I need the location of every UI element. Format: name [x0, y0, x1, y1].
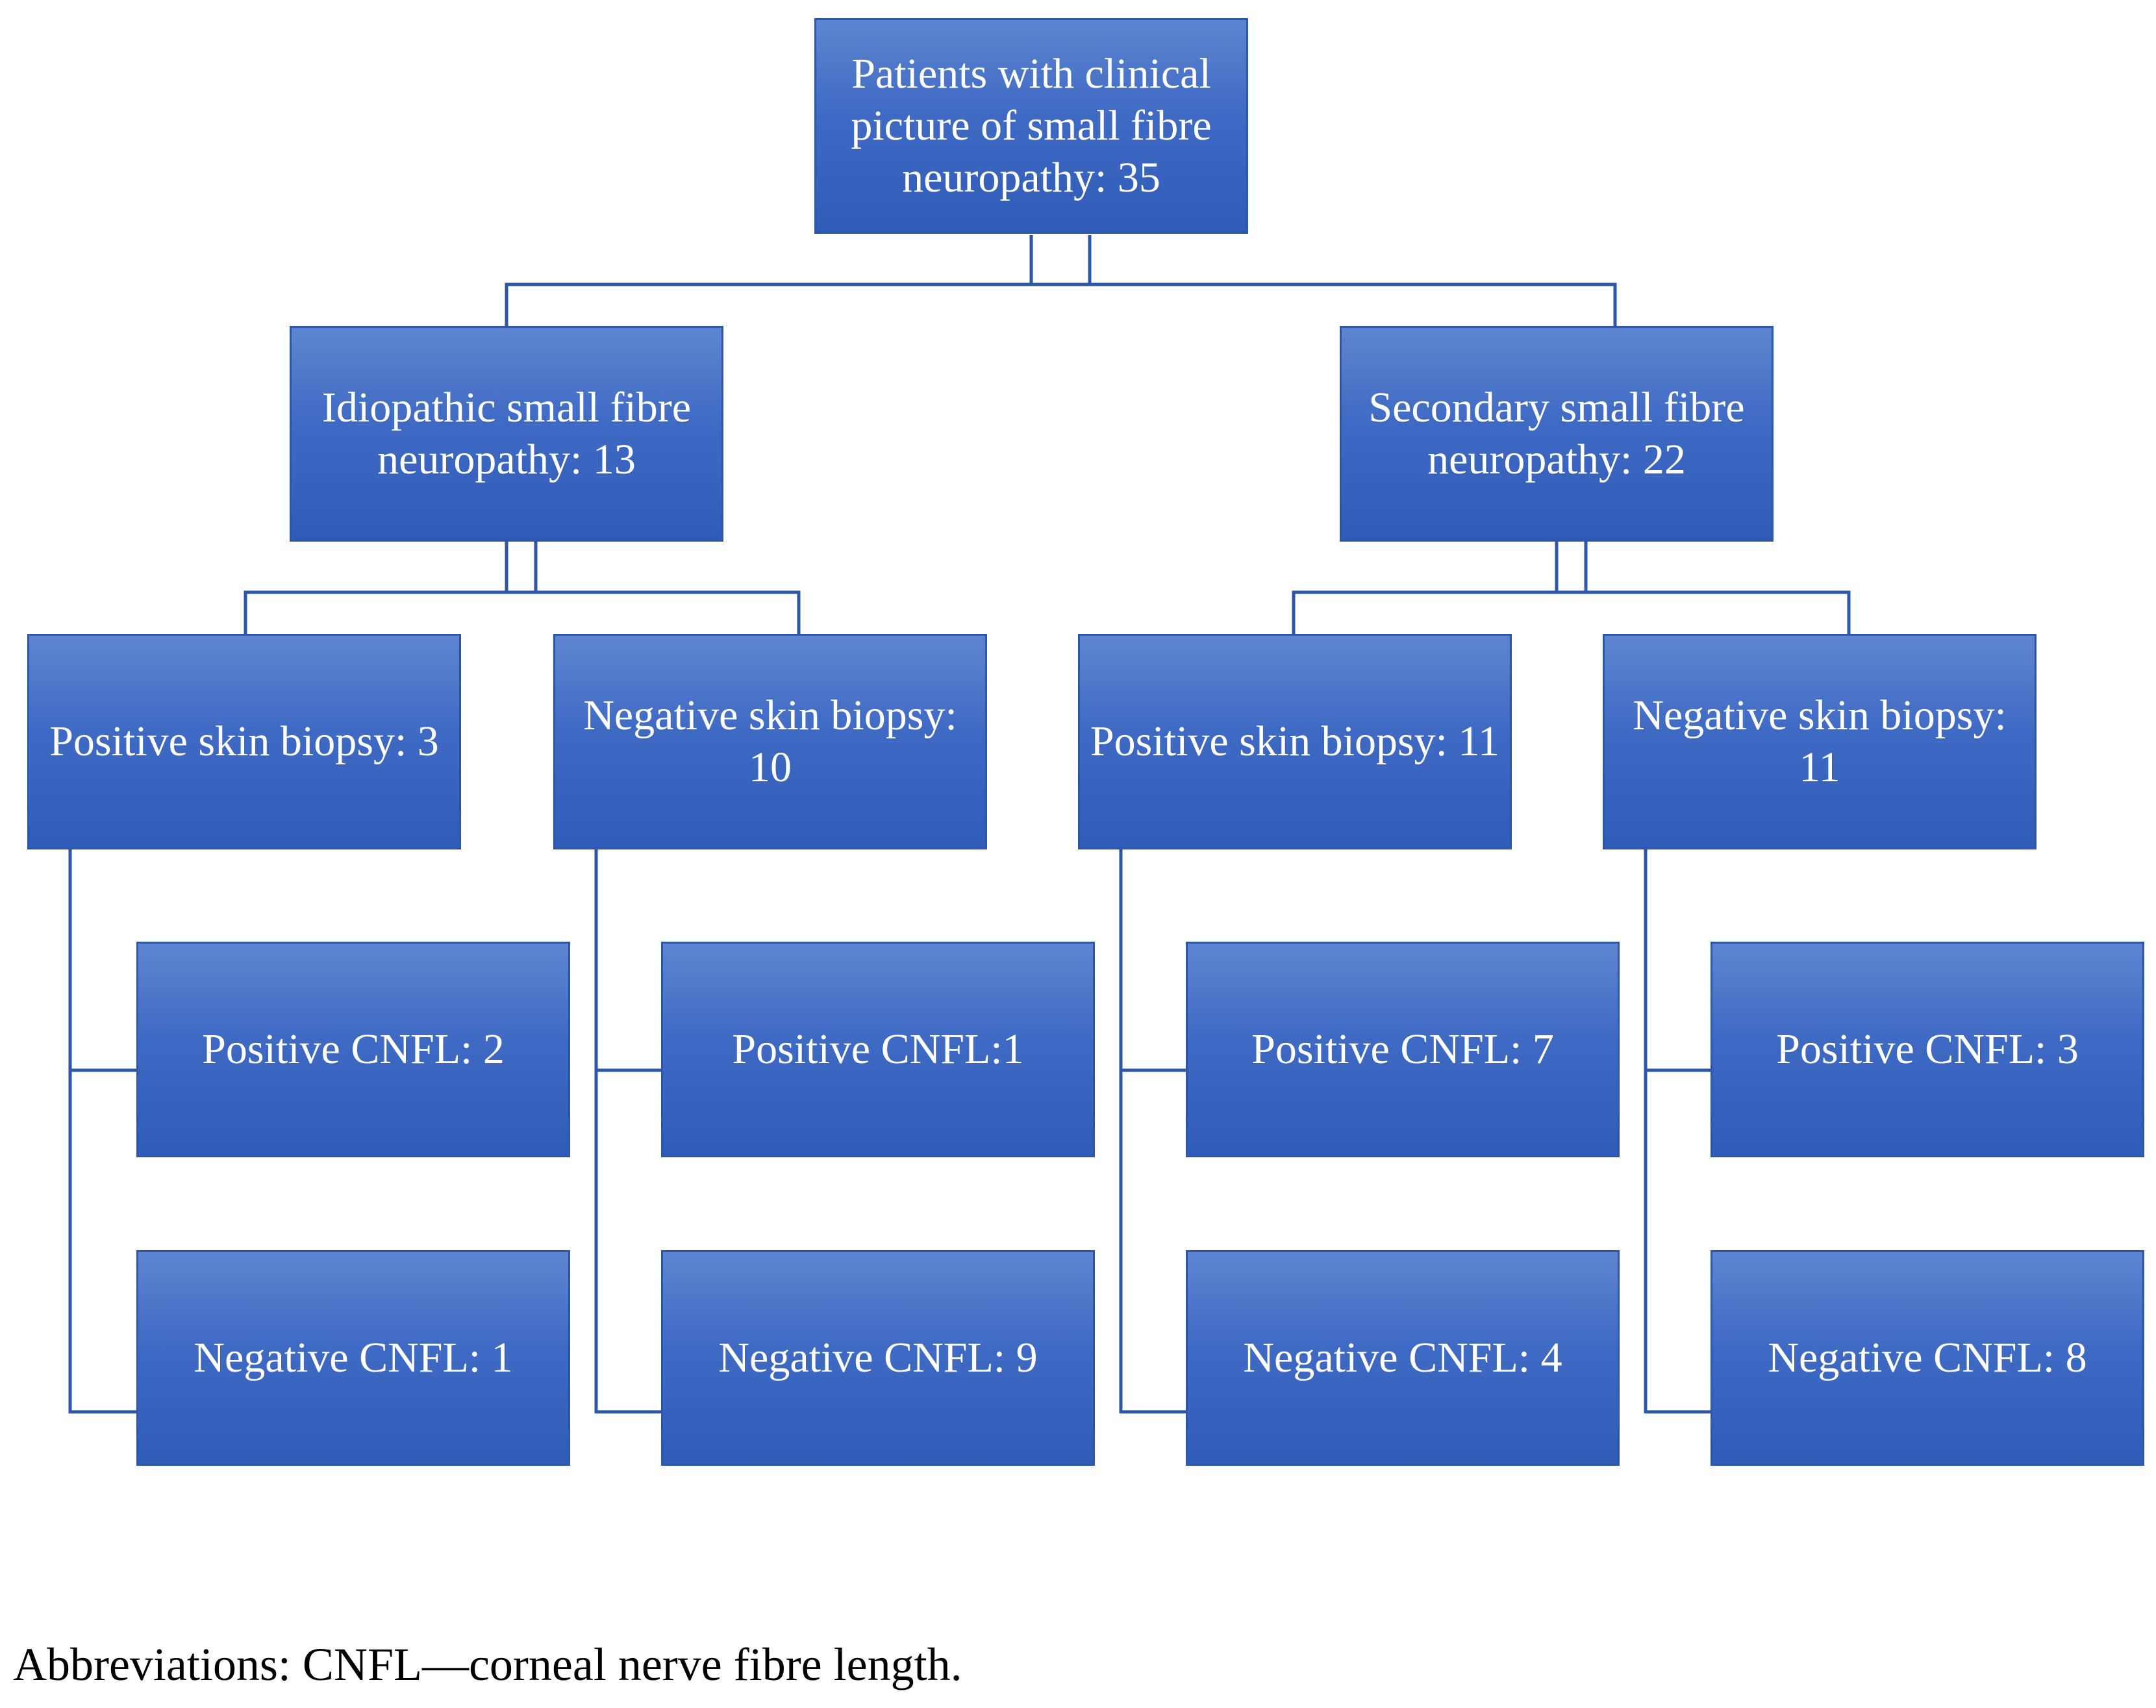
node-secondary-label: Secondary small fibre neuropathy: 22 — [1368, 384, 1745, 483]
connector-secondary-neg-biopsy — [1584, 542, 1851, 634]
node-label: Positive CNFL:1 — [732, 1025, 1024, 1073]
connector-idiopathic-pos-biopsy — [244, 542, 508, 634]
node-idiopathic-posbiopsy-positive-cnfl: Positive CNFL: 2 — [136, 942, 570, 1157]
node-idiopathic-positive-biopsy: Positive skin biopsy: 3 — [27, 634, 461, 849]
node-label: Negative CNFL: 9 — [718, 1334, 1038, 1381]
connector-root-idiopathic — [505, 235, 1033, 326]
node-secondary-negbiopsy-positive-cnfl: Positive CNFL: 3 — [1711, 942, 2144, 1157]
node-secondary-negbiopsy-negative-cnfl: Negative CNFL: 8 — [1711, 1250, 2144, 1466]
connector-col1-cnfl — [68, 849, 136, 1414]
node-secondary-negative-biopsy: Negative skin biopsy: 11 — [1603, 634, 2037, 849]
node-root: Patients with clinical picture of small … — [814, 18, 1248, 234]
node-label: Positive CNFL: 2 — [202, 1025, 505, 1073]
node-label: Negative skin biopsy: 10 — [583, 692, 957, 791]
node-root-label: Patients with clinical picture of small … — [851, 50, 1212, 201]
node-idiopathic-negbiopsy-positive-cnfl: Positive CNFL:1 — [661, 942, 1095, 1157]
connector-idiopathic-neg-biopsy — [534, 542, 801, 634]
node-label: Negative skin biopsy: 11 — [1633, 692, 2007, 791]
connector-secondary-pos-biopsy — [1292, 542, 1559, 634]
node-secondary-positive-biopsy: Positive skin biopsy: 11 — [1078, 634, 1512, 849]
node-label: Negative CNFL: 4 — [1243, 1334, 1562, 1381]
node-idiopathic-negative-biopsy: Negative skin biopsy: 10 — [553, 634, 987, 849]
node-idiopathic: Idiopathic small fibre neuropathy: 13 — [290, 326, 723, 542]
node-label: Positive CNFL: 3 — [1776, 1025, 2079, 1073]
node-label: Positive CNFL: 7 — [1251, 1025, 1554, 1073]
connector-root-secondary — [1088, 235, 1617, 326]
node-label: Negative CNFL: 8 — [1768, 1334, 2087, 1381]
node-secondary-posbiopsy-positive-cnfl: Positive CNFL: 7 — [1186, 942, 1620, 1157]
connector-col3-cnfl — [1119, 849, 1186, 1414]
node-secondary: Secondary small fibre neuropathy: 22 — [1340, 326, 1774, 542]
node-secondary-posbiopsy-negative-cnfl: Negative CNFL: 4 — [1186, 1250, 1620, 1466]
abbreviations-caption: Abbreviations: CNFL—corneal nerve fibre … — [13, 1639, 962, 1690]
node-label: Negative CNFL: 1 — [194, 1334, 513, 1381]
node-label: Positive skin biopsy: 3 — [49, 718, 439, 765]
node-idiopathic-label: Idiopathic small fibre neuropathy: 13 — [321, 384, 692, 483]
node-idiopathic-posbiopsy-negative-cnfl: Negative CNFL: 1 — [136, 1250, 570, 1466]
node-idiopathic-negbiopsy-negative-cnfl: Negative CNFL: 9 — [661, 1250, 1095, 1466]
connector-col4-cnfl — [1644, 849, 1711, 1414]
node-label: Positive skin biopsy: 11 — [1090, 718, 1500, 765]
connector-col2-cnfl — [594, 849, 661, 1414]
